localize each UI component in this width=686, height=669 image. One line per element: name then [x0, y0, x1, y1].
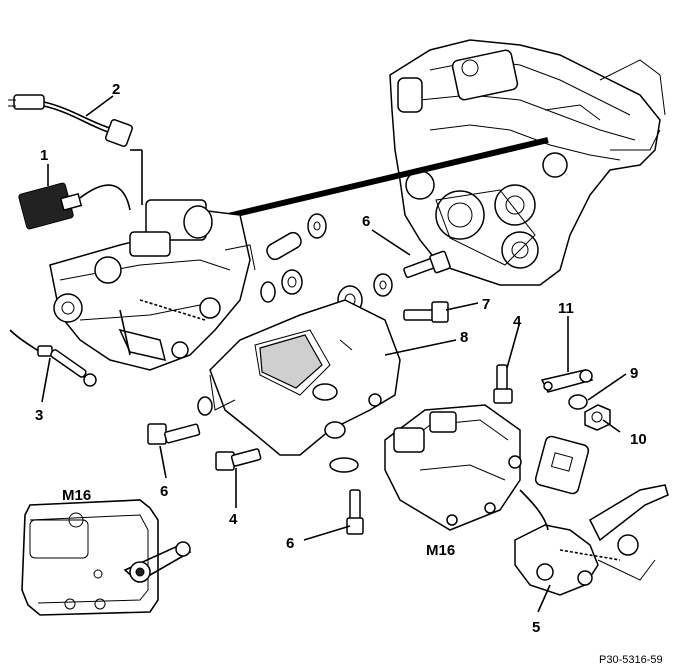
m16-center-label: M16 [426, 542, 455, 559]
callout-7: 7 [482, 296, 490, 313]
callout-1: 1 [40, 147, 48, 164]
part-5-linkage [514, 435, 669, 596]
callout-4-right: 4 [513, 313, 522, 330]
part-10-nut [584, 404, 611, 431]
part-9-washer [568, 394, 588, 410]
callout-4-left: 4 [229, 511, 238, 528]
callout-6-left: 6 [160, 483, 168, 500]
callout-5: 5 [532, 619, 540, 636]
callout-3: 3 [35, 407, 43, 424]
callout-6-top: 6 [362, 213, 370, 230]
engine-illustration [389, 39, 666, 286]
leader-lines [41, 95, 627, 613]
reference-code: P30-5316-59 [599, 654, 663, 666]
part-2-sensor [8, 94, 134, 148]
m16-center-actuator [384, 404, 522, 531]
part-1-connector [18, 182, 131, 230]
washer-lower [329, 457, 359, 473]
throttle-assembly [49, 199, 256, 371]
callout-2: 2 [112, 81, 120, 98]
callout-6-bottom: 6 [286, 535, 294, 552]
part-11-link [540, 369, 594, 393]
m16-left-label: M16 [62, 487, 91, 504]
part-8-bracket [209, 299, 401, 456]
part-3-cable [9, 329, 97, 387]
m16-left-actuator [21, 499, 192, 616]
engine-leader-line [227, 137, 549, 219]
bolts [147, 250, 513, 535]
callout-8: 8 [460, 329, 468, 346]
callout-9: 9 [630, 365, 638, 382]
callout-10: 10 [630, 431, 647, 448]
spacers-and-washers [260, 213, 393, 315]
callout-11: 11 [558, 300, 574, 317]
